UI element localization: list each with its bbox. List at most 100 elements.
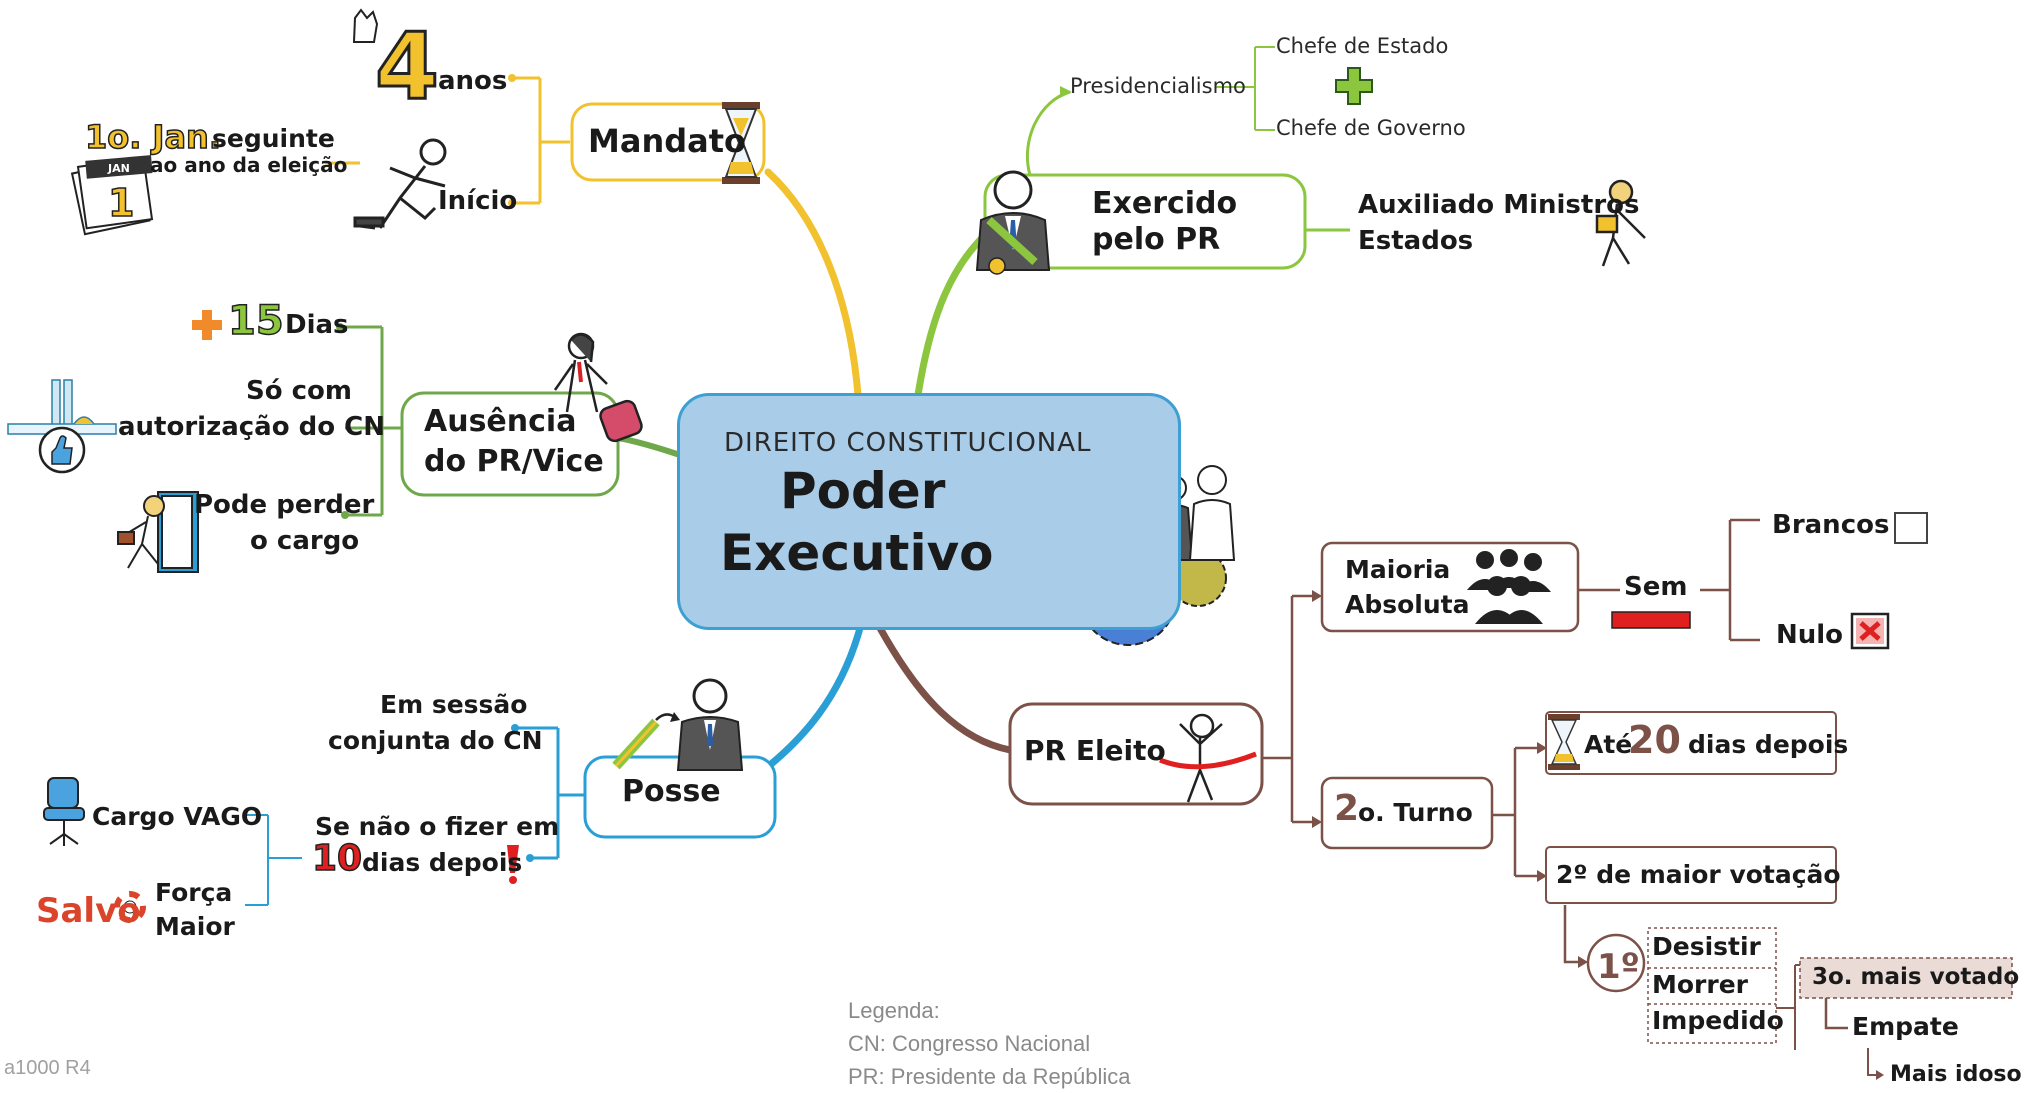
auxiliado-line1: Auxiliado Ministros <box>1358 190 1640 220</box>
chefe-governo-label: Chefe de Governo <box>1276 116 1466 140</box>
link-sem-bracket <box>1700 518 1760 642</box>
hourglass-small-icon <box>1548 714 1580 770</box>
link-mais-idoso <box>1867 1048 1882 1076</box>
center-subtitle: DIREITO CONSTITUCIONAL <box>724 428 1092 458</box>
branch-posse <box>766 624 864 769</box>
link-mandato-bracket <box>512 76 570 205</box>
turno-rest: o. Turno <box>1358 798 1473 827</box>
maioria-line1: Maioria <box>1345 555 1451 584</box>
impedido-label: Impedido <box>1652 1006 1784 1035</box>
center-title-line1: Poder <box>780 462 946 520</box>
svg-text:JAN: JAN <box>107 162 130 175</box>
posse-sessao-line1: Em sessão <box>380 690 528 719</box>
link-chefe-bracket <box>1215 46 1275 131</box>
plus-green-icon <box>1335 67 1373 105</box>
legend: Legenda: CN: Congresso Nacional PR: Pres… <box>848 994 1131 1093</box>
link-primeiro <box>1563 905 1585 964</box>
morrer-label: Morrer <box>1652 970 1748 999</box>
four-number-icon: 4 <box>352 8 441 122</box>
maioria-line2: Absoluta <box>1345 590 1470 619</box>
sem-label: Sem <box>1624 572 1688 602</box>
link-presidencialismo <box>1025 90 1071 176</box>
terceiro-box <box>1799 957 2013 999</box>
posse-naofizer-rest: dias depois <box>362 848 523 877</box>
mais-idoso-label: Mais idoso <box>1890 1062 2022 1087</box>
desistir-label: Desistir <box>1652 932 1761 961</box>
red-bar-icon <box>1611 611 1691 629</box>
terceiro-label: 3o. mais votado <box>1812 964 2020 990</box>
mandato-date-rest1: seguinte <box>212 124 335 153</box>
segundo-box <box>1545 846 1837 904</box>
president-icon <box>975 170 1051 275</box>
mandato-date-rest2: ao ano da eleição <box>150 153 348 177</box>
presidencialismo-label: Presidencialismo <box>1070 74 1246 98</box>
center-title-line2: Executivo <box>720 524 994 582</box>
ausencia-auth-line2: autorização do CN <box>118 412 385 442</box>
mandato-label: Mandato <box>588 122 746 160</box>
svg-text:4: 4 <box>375 13 439 120</box>
sash-icon <box>612 712 680 770</box>
calendar-icon: JAN 1 <box>70 155 154 236</box>
branch-ausencia <box>615 435 683 458</box>
link-empate <box>1824 997 1848 1030</box>
lifebuoy-icon <box>114 891 146 923</box>
posse-sessao-line2: conjunta do CN <box>328 726 543 755</box>
plus-orange-icon <box>192 310 222 340</box>
ausencia-box <box>400 391 620 497</box>
legend-cn: CN: Congresso Nacional <box>848 1031 1091 1056</box>
desistir-box <box>1647 927 1777 1044</box>
chefe-estado-label: Chefe de Estado <box>1276 34 1449 58</box>
link-turno-tree <box>1492 746 1545 878</box>
door-exit-icon <box>117 491 199 573</box>
segundo-label: 2º de maior votação <box>1556 860 1841 889</box>
posse-cargo-vago: Cargo VAGO <box>92 802 263 831</box>
traveler-woman-icon <box>553 332 643 443</box>
center-node: DIREITO CONSTITUCIONAL Poder Executivo <box>677 393 1181 630</box>
branch-mandato <box>764 168 862 399</box>
mandato-anos: anos <box>438 66 508 96</box>
exercido-label-line1: Exercido <box>1092 186 1238 221</box>
link-desistir-bracket <box>1776 964 1800 1050</box>
footer-code: a1000 R4 <box>4 1057 91 1079</box>
ate-box <box>1545 711 1837 775</box>
turno-number: 2 <box>1334 788 1360 829</box>
first-place-icon <box>1586 933 1646 993</box>
mandato-date-big: 1o. Jan. <box>84 117 221 157</box>
link-ausencia-bracket <box>340 325 402 517</box>
ate-rest: dias depois <box>1688 730 1849 759</box>
hourglass-icon <box>722 102 760 184</box>
walking-man-icon <box>1595 179 1646 267</box>
ausencia-label-line2: do PR/Vice <box>424 444 604 479</box>
group-people-icon <box>1467 549 1551 624</box>
link-cargo-bracket <box>245 814 302 906</box>
x-box-icon <box>1850 612 1890 650</box>
salvo-label: Salvo <box>36 891 141 931</box>
ausencia-lose-line2: o cargo <box>250 526 360 556</box>
link-eleito-tree <box>1262 594 1320 824</box>
posse-forca-line1: Força <box>155 878 233 907</box>
branch-eleito <box>876 624 1014 754</box>
link-posse-bracket <box>515 726 585 860</box>
congress-icon <box>7 379 117 474</box>
legend-title: Legenda: <box>848 998 940 1023</box>
ausencia-days-number: 15 <box>227 297 284 345</box>
ausencia-days-word: Dias <box>285 310 349 340</box>
mandato-inicio: Início <box>438 186 518 216</box>
ate-label: Até <box>1584 730 1633 759</box>
posse-label: Posse <box>622 774 721 809</box>
turno-box <box>1320 776 1494 850</box>
posse-forca-line2: Maior <box>155 912 235 941</box>
empate-label: Empate <box>1852 1012 1959 1041</box>
posse-naofizer-number: 10 <box>311 837 363 880</box>
ausencia-auth-line1: Só com <box>246 376 353 406</box>
exercido-label-line2: pelo PR <box>1092 222 1221 257</box>
ausencia-lose-line1: Pode perder <box>194 490 375 520</box>
president-sash-icon <box>676 678 744 771</box>
runner-icon <box>353 138 447 230</box>
posse-naofizer-line1: Se não o fizer em <box>315 812 560 841</box>
eleito-label: PR Eleito <box>1024 734 1166 767</box>
legend-pr: PR: Presidente da República <box>848 1064 1131 1089</box>
winner-runner-icon <box>1159 713 1257 803</box>
office-chair-icon <box>43 777 85 846</box>
brancos-label: Brancos <box>1772 510 1890 540</box>
